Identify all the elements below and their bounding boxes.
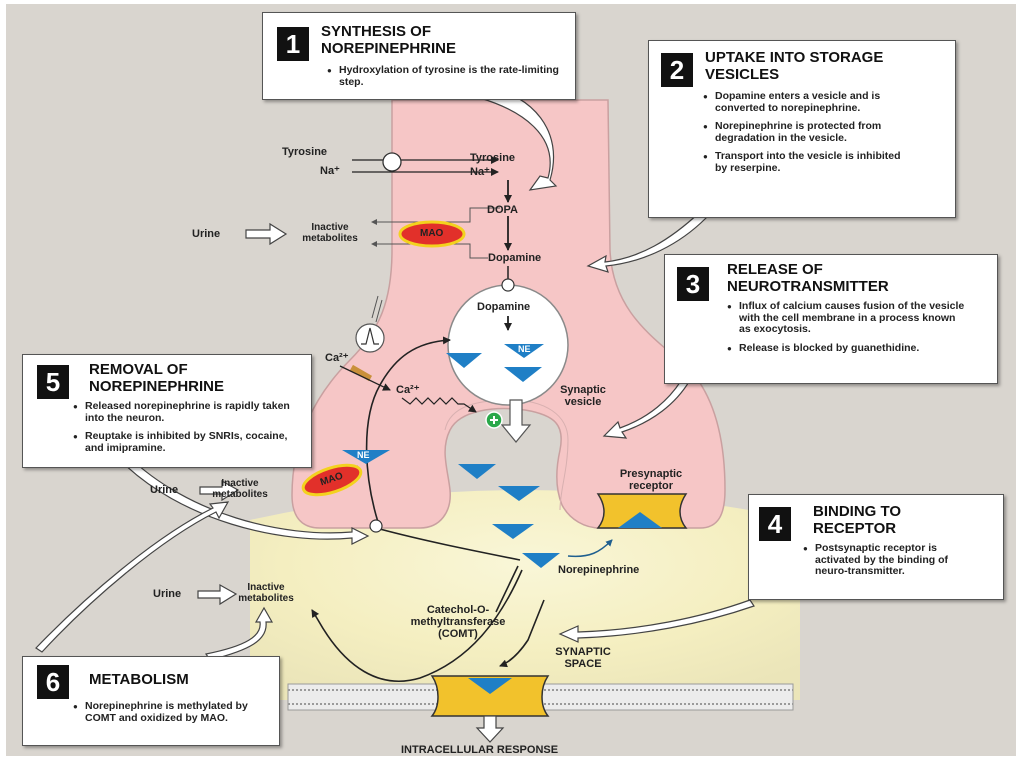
synaptic-space-label: SYNAPTIC SPACE: [555, 646, 611, 671]
callout-3-bullet-1: Influx of calcium causes fusion of the v…: [727, 300, 967, 336]
callout-1-bullets: Hydroxylation of tyrosine is the rate-li…: [327, 64, 567, 95]
dopamine-vesicle-label: Dopamine: [477, 301, 531, 313]
action-potential-icon: [355, 323, 385, 353]
callout-synthesis: 1 SYNTHESIS OF NOREPINEPHRINE Hydroxylat…: [262, 12, 576, 100]
sodium-extracellular-label: Na⁺: [320, 165, 340, 177]
dopa-label: DOPA: [487, 204, 518, 216]
inactive-metabolites-label-2: Inactive metabolites: [212, 478, 268, 500]
inactive-metabolites-label-1: Inactive metabolites: [302, 222, 358, 244]
presynaptic-bound-ne: [618, 512, 662, 528]
inactive-metabolites-label-3: Inactive metabolites: [238, 582, 294, 604]
urine-label-1: Urine: [192, 228, 221, 240]
mao-mitochondrion-1: [398, 220, 466, 248]
callout-2-bullets: Dopamine enters a vesicle and is convert…: [703, 90, 903, 181]
callout-6-title: METABOLISM: [89, 671, 189, 688]
intracellular-arrow: [475, 715, 505, 743]
callout-6-bullets: Norepinephrine is methylated by COMT and…: [73, 700, 263, 731]
ne-triangle-cleft-2: [498, 486, 540, 501]
ne-reuptake-label: NE: [357, 450, 370, 460]
callout-binding: 4 BINDING TO RECEPTOR Postsynaptic recep…: [748, 494, 1004, 600]
callout-4-number: 4: [759, 507, 791, 541]
callout-2-bullet-3: Transport into the vesicle is inhibited …: [703, 150, 903, 174]
sodium-intracellular-label: Na⁺: [470, 166, 490, 178]
callout-2-bullet-2: Norepinephrine is protected from degrada…: [703, 120, 903, 144]
callout-3-bullet-2: Release is blocked by guanethidine.: [727, 342, 967, 355]
ne-triangle-cleft-3: [492, 524, 534, 539]
callout1-pointer: [478, 87, 558, 191]
callout-5-number: 5: [37, 365, 69, 399]
ne-triangle-vesicle-1: [446, 353, 482, 368]
callout-6-number: 6: [37, 665, 69, 699]
ne-triangle-cleft-4: [522, 553, 560, 568]
callout-uptake: 2 UPTAKE INTO STORAGE VESICLES Dopamine …: [648, 40, 956, 218]
callout-5-bullets: Released norepinephrine is rapidly taken…: [73, 400, 301, 461]
postsynaptic-receptor: [430, 675, 550, 717]
callout-6-bullet-1: Norepinephrine is methylated by COMT and…: [73, 700, 263, 724]
presynaptic-receptor-label: Presynaptic receptor: [619, 468, 683, 493]
comt-pathway: [311, 569, 523, 683]
callout2-pointer: [586, 211, 707, 273]
urine-label-3: Urine: [153, 588, 182, 600]
ne-triangle-vesicle-3: [504, 367, 542, 382]
urine-arrow-1: [245, 222, 288, 246]
vesicular-transporter: [501, 278, 515, 292]
comt-line-2: [499, 599, 545, 668]
callout-removal: 5 REMOVAL OF NOREPINEPHRINE Released nor…: [22, 354, 312, 468]
tyrosine-intracellular-label: Tyrosine: [470, 152, 516, 164]
presynaptic-receptor-shape: [596, 493, 688, 529]
bound-norepinephrine: [468, 678, 512, 694]
reuptake-loop: [365, 336, 451, 523]
callout-metabolism: 6 METABOLISM Norepinephrine is methylate…: [22, 656, 280, 746]
calcium-intracellular-label: Ca²⁺: [396, 384, 420, 396]
callout-3-bullets: Influx of calcium causes fusion of the v…: [727, 300, 967, 361]
norepinephrine-label: Norepinephrine: [558, 564, 640, 576]
callout-3-title: RELEASE OF NEUROTRANSMITTER: [727, 261, 889, 295]
ne-triangle-cleft-1: [458, 464, 496, 479]
synaptic-vesicle-label: Synaptic vesicle: [560, 384, 606, 409]
tyrosine-extracellular-label: Tyrosine: [282, 146, 328, 158]
callout-5-bullet-2: Reuptake is inhibited by SNRIs, cocaine,…: [73, 430, 301, 454]
callout-2-title: UPTAKE INTO STORAGE VESICLES: [705, 49, 884, 83]
calcium-extracellular-label: Ca²⁺: [325, 352, 349, 364]
comt-line-1: [495, 565, 519, 613]
reuptake-path: [375, 527, 521, 561]
callout-4-bullets: Postsynaptic receptor is activated by th…: [803, 542, 963, 585]
urine-arrow-3: [197, 583, 238, 606]
callout-4-title: BINDING TO RECEPTOR: [813, 503, 902, 537]
intracellular-response-label: INTRACELLULAR RESPONSE: [401, 744, 559, 756]
callout4-pointer: [558, 599, 755, 643]
exocytosis-arrow: [500, 399, 532, 443]
callout-3-number: 3: [677, 267, 709, 301]
norepinephrine-molecules: [342, 344, 560, 568]
callout-5-bullet-1: Released norepinephrine is rapidly taken…: [73, 400, 301, 424]
dopamine-label: Dopamine: [488, 252, 542, 264]
mao-mitochondrion-2: [301, 463, 363, 497]
callout6-pointer-a: [35, 501, 230, 653]
callout-release: 3 RELEASE OF NEUROTRANSMITTER Influx of …: [664, 254, 998, 384]
mao-label-1: MAO: [420, 228, 444, 239]
urine-label-2: Urine: [150, 484, 179, 496]
reuptake-transporter: [369, 519, 383, 533]
urine-arrow-2: [199, 479, 240, 502]
calcium-channel: [349, 364, 373, 382]
callout-5-title: REMOVAL OF NOREPINEPHRINE: [89, 361, 225, 395]
callout-1-title: SYNTHESIS OF NOREPINEPHRINE: [321, 23, 457, 57]
comt-label: Catechol-O-methyltransferase (COMT): [410, 604, 506, 641]
callout6-pointer-b: [205, 606, 274, 661]
callout-1-number: 1: [277, 27, 309, 61]
ne-triangle-vesicle-2: [504, 344, 544, 358]
callout-2-number: 2: [661, 53, 693, 87]
callout-4-bullet-1: Postsynaptic receptor is activated by th…: [803, 542, 963, 578]
callout-2-bullet-1: Dopamine enters a vesicle and is convert…: [703, 90, 903, 114]
synaptic-space-glow: [250, 490, 800, 700]
callout5-pointer: [118, 455, 370, 545]
ne-vesicle-label: NE: [518, 344, 531, 354]
tyrosine-transporter: [382, 152, 402, 172]
callout-1-bullet-1: Hydroxylation of tyrosine is the rate-li…: [327, 64, 567, 88]
ne-triangle-reuptake: [342, 450, 390, 464]
